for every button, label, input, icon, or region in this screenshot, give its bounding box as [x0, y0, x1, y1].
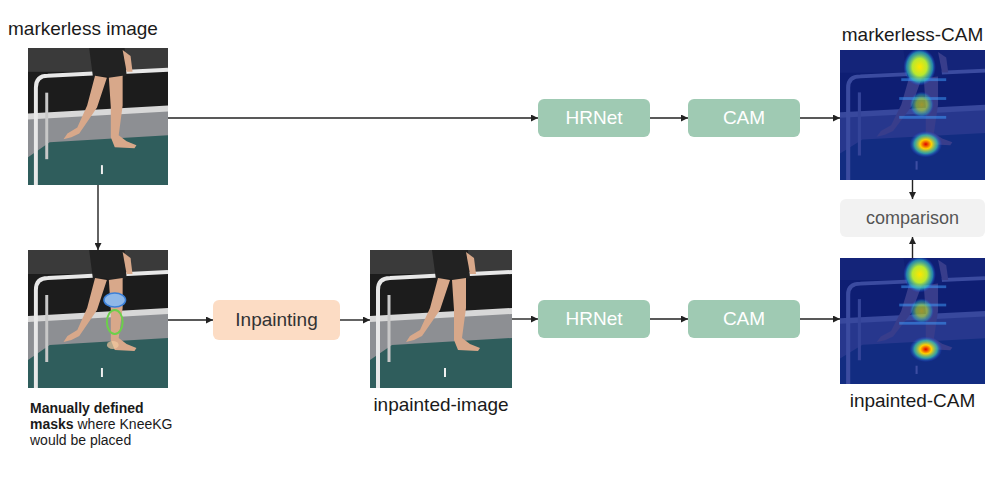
flow-arrow: [650, 318, 688, 319]
box-label: HRNet: [565, 107, 622, 129]
flow-arrow: [912, 237, 913, 258]
image-heading-text: markerless image: [8, 18, 158, 39]
image-heading-text: markerless-CAM: [842, 24, 983, 45]
image-heading: Manually defined maskswhere KneeKG would…: [30, 400, 195, 448]
image-heading-text: inpainted-image: [373, 394, 508, 415]
flow-arrow: [168, 117, 538, 118]
image-panel: inpainted-CAM: [840, 258, 985, 384]
box-label: CAM: [723, 107, 765, 129]
comparison-box: comparison: [840, 199, 985, 237]
flow-arrow: [168, 319, 213, 320]
process-box: HRNet: [538, 99, 650, 137]
box-label: comparison: [866, 208, 959, 229]
box-label: HRNet: [565, 308, 622, 330]
flow-arrow: [340, 319, 370, 320]
image-panel: Manually defined maskswhere KneeKG would…: [28, 250, 168, 388]
process-box: HRNet: [538, 300, 650, 338]
cam-heatmap: [840, 48, 985, 180]
image-heading-text: inpainted-CAM: [850, 390, 976, 411]
flow-arrow: [512, 318, 538, 319]
flow-arrow: [650, 117, 688, 118]
image-panel: markerless image: [28, 48, 168, 185]
image-heading: markerless image: [8, 18, 158, 40]
process-box: Inpainting: [213, 300, 340, 340]
image-heading: inpainted-CAM: [850, 390, 976, 412]
box-label: Inpainting: [235, 309, 317, 331]
flow-arrow: [912, 180, 913, 199]
flow-arrow: [97, 185, 98, 250]
flow-arrow: [800, 117, 840, 118]
image-heading: inpainted-image: [373, 394, 508, 416]
image-panel: inpainted-image: [370, 250, 512, 388]
process-box: CAM: [688, 300, 800, 338]
cam-heatmap: [840, 256, 985, 384]
inpainted-photo: [370, 250, 512, 388]
image-panel: markerless-CAM: [840, 50, 985, 180]
markerless-photo: [28, 48, 168, 185]
box-label: CAM: [723, 308, 765, 330]
flow-arrow: [800, 318, 840, 319]
process-box: CAM: [688, 99, 800, 137]
masked-photo: [28, 250, 168, 388]
image-heading: markerless-CAM: [842, 24, 983, 46]
